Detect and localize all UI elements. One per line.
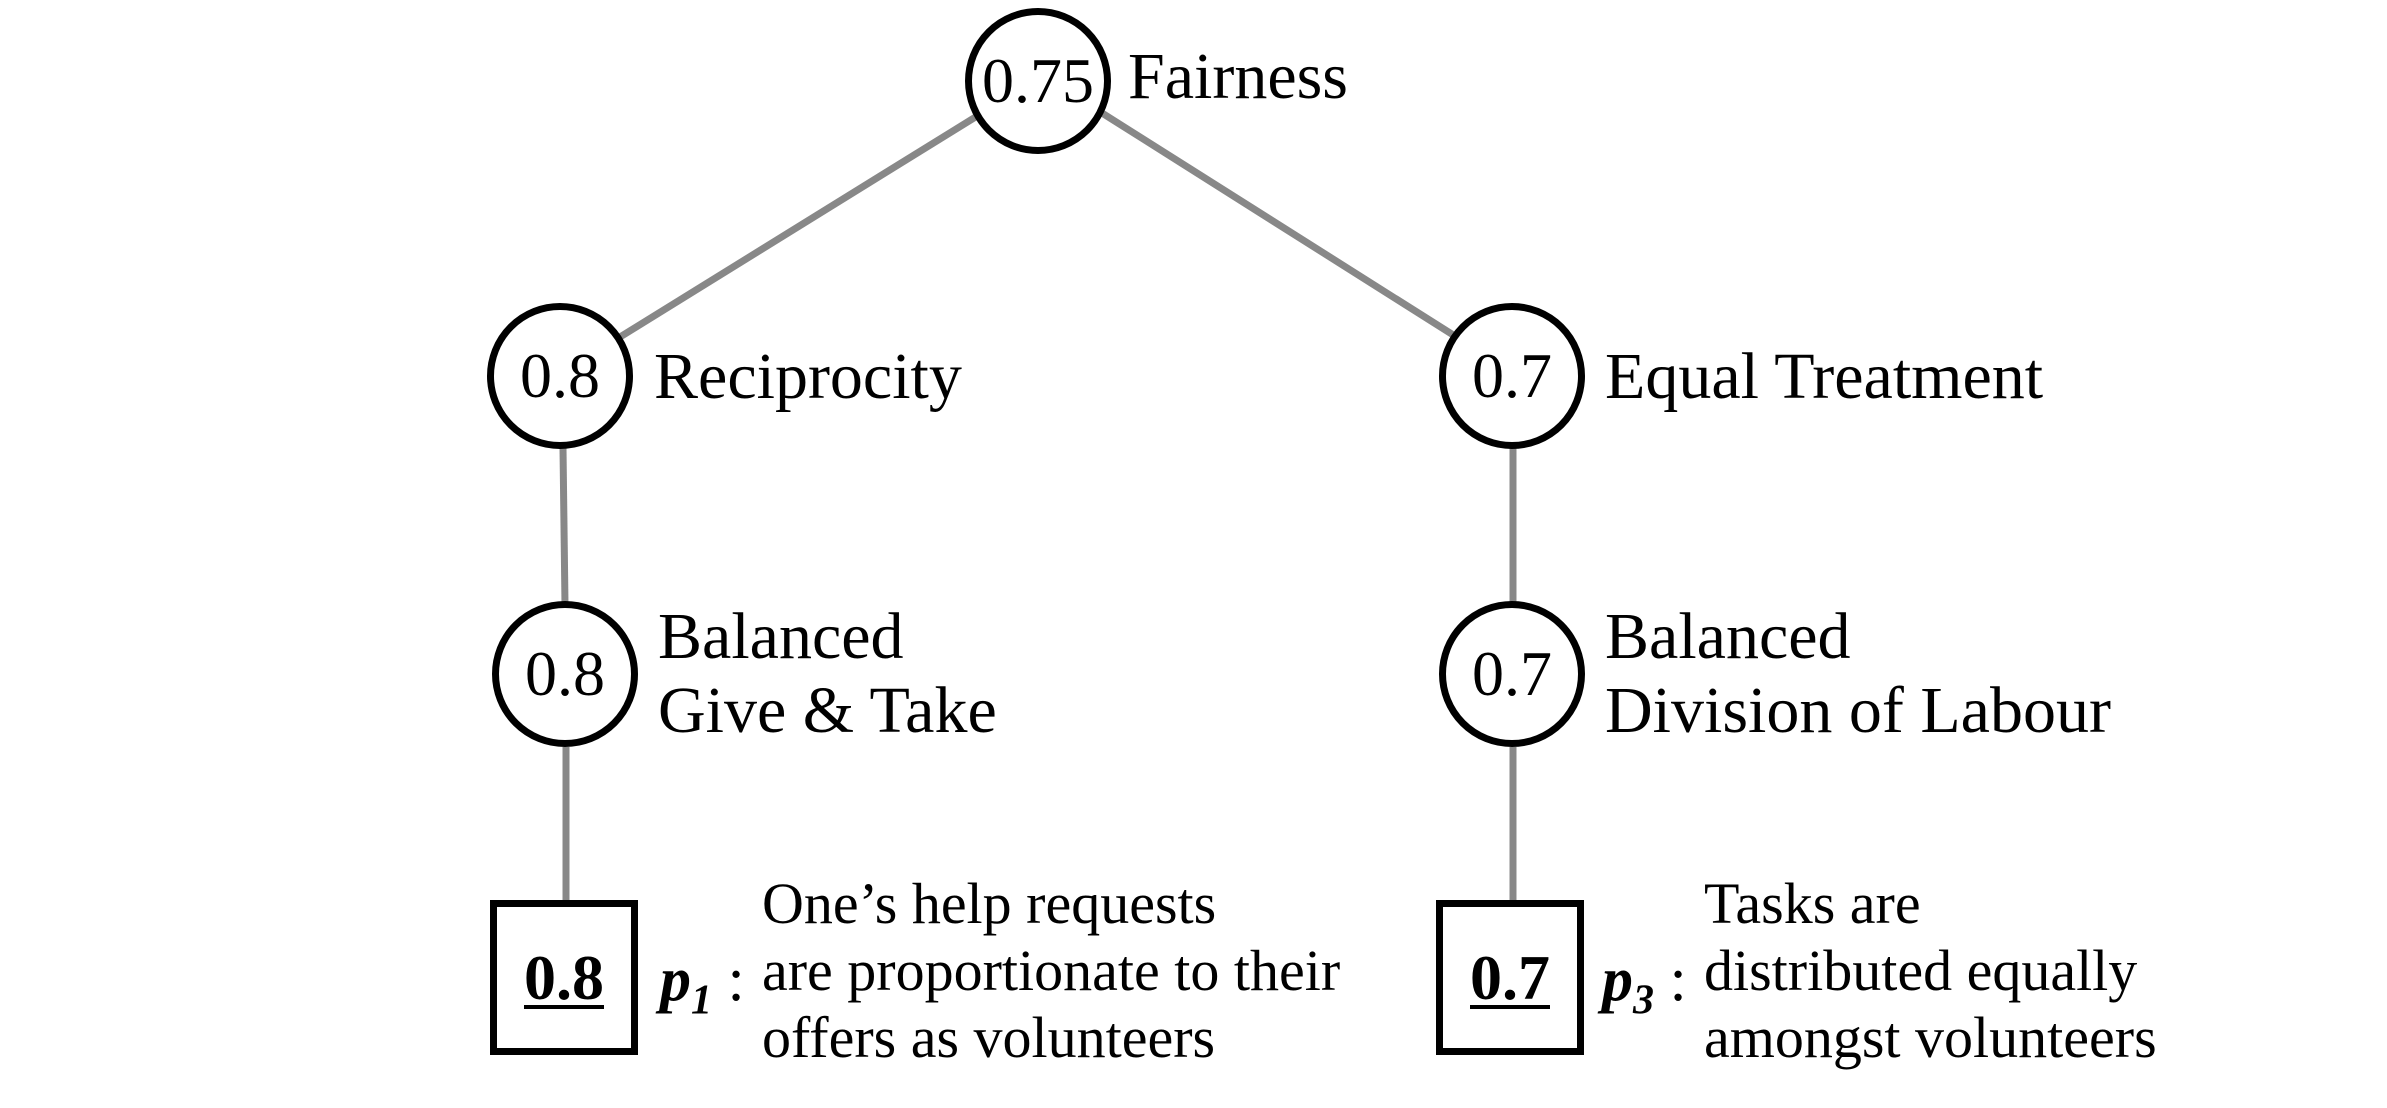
node-reciprocity: 0.8 — [487, 303, 633, 449]
leaf-id-p3: p3 : — [1602, 946, 1687, 1024]
leaf-description-p3: Tasks are distributed equally amongst vo… — [1704, 870, 2157, 1071]
leaf-id-subscript: 3 — [1633, 977, 1654, 1024]
node-value: 0.7 — [1472, 340, 1552, 411]
leaf-value: 0.7 — [1470, 941, 1550, 1013]
node-label-equal-treatment: Equal Treatment — [1605, 340, 2044, 413]
label-line: Give & Take — [658, 674, 997, 747]
leaf-p3: 0.7 — [1436, 900, 1584, 1055]
node-fairness: 0.75 — [965, 8, 1111, 154]
node-value: 0.7 — [1472, 638, 1552, 709]
node-value: 0.75 — [982, 45, 1094, 116]
leaf-id-subscript: 1 — [691, 977, 712, 1024]
node-label-balanced-division-of-labour: Balanced Division of Labour — [1605, 600, 2111, 748]
node-label-fairness: Fairness — [1128, 40, 1348, 113]
leaf-description-p1: One’s help requests are proportionate to… — [762, 870, 1340, 1071]
edge-reciprocity-give-take — [559, 447, 569, 606]
edge-root-equal-treatment — [1100, 110, 1460, 341]
label-line: Balanced — [1605, 600, 1851, 673]
leaf-id-letter: p — [1602, 946, 1633, 1014]
desc-line: offers as volunteers — [762, 1005, 1216, 1070]
label-line: Balanced — [658, 600, 904, 673]
desc-line: One’s help requests — [762, 871, 1217, 936]
node-value: 0.8 — [525, 638, 605, 709]
leaf-value: 0.8 — [524, 941, 604, 1013]
node-balanced-division-of-labour: 0.7 — [1439, 601, 1585, 747]
desc-line: are proportionate to their — [762, 938, 1341, 1003]
desc-line: amongst volunteers — [1704, 1005, 2157, 1070]
leaf-p1: 0.8 — [490, 900, 638, 1055]
leaf-id-p1: p1 : — [660, 946, 745, 1024]
node-balanced-give-take: 0.8 — [492, 601, 638, 747]
node-value: 0.8 — [520, 340, 600, 411]
node-equal-treatment: 0.7 — [1439, 303, 1585, 449]
node-label-reciprocity: Reciprocity — [654, 340, 962, 413]
leaf-id-letter: p — [660, 946, 691, 1014]
edge-root-reciprocity — [618, 110, 984, 340]
desc-line: Tasks are — [1704, 871, 1921, 936]
label-line: Division of Labour — [1605, 674, 2111, 747]
desc-line: distributed equally — [1704, 938, 2138, 1003]
node-label-balanced-give-take: Balanced Give & Take — [658, 600, 997, 748]
